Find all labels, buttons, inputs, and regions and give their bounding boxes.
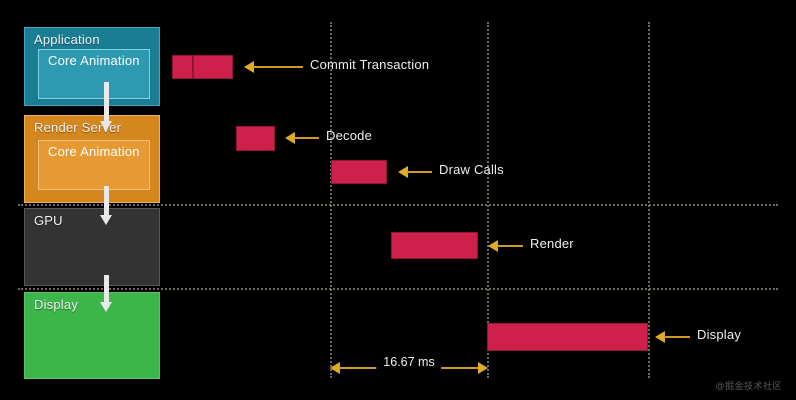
callout-arrow-shaft: [664, 336, 690, 338]
callout-arrow-shaft: [253, 66, 303, 68]
callout-arrow-head-icon: [285, 132, 295, 144]
lane-gpu-label: GPU: [34, 213, 63, 228]
callout-render-label: Render: [530, 236, 574, 251]
callout-render: Render: [488, 236, 588, 253]
lane-render-server-label: Render Server: [34, 120, 122, 135]
frame-duration-measure: 16.67 ms: [330, 355, 488, 376]
callout-display: Display: [655, 327, 765, 344]
bar-commit-transaction-a: [172, 55, 193, 79]
flow-arrow-gpu-to-display-icon: [100, 275, 112, 312]
callout-display-label: Display: [697, 327, 742, 342]
lane-render-server-core-animation-label: Core Animation: [48, 144, 140, 159]
callout-decode-label: Decode: [326, 128, 373, 143]
bar-decode: [236, 126, 275, 151]
lane-render-server: Render Server Core Animation: [24, 115, 160, 203]
lane-display: Display: [24, 292, 160, 379]
callout-commit-transaction-label: Commit Transaction: [310, 57, 430, 72]
callout-draw-calls: Draw Calls: [398, 162, 518, 179]
callout-arrow-shaft: [497, 245, 523, 247]
callout-commit-transaction: Commit Transaction: [244, 57, 429, 74]
vertical-guide-1: [330, 22, 332, 378]
frame-duration-label: 16.67 ms: [376, 355, 442, 369]
callout-arrow-shaft: [294, 137, 319, 139]
lane-display-label: Display: [34, 297, 79, 312]
callout-arrow-head-icon: [488, 240, 498, 252]
callout-arrow-head-icon: [244, 61, 254, 73]
callout-decode: Decode: [285, 128, 395, 145]
flow-arrow-render-to-gpu-icon: [100, 186, 112, 225]
lane-application-label: Application: [34, 32, 100, 47]
callout-arrow-head-icon: [655, 331, 665, 343]
callout-arrow-head-icon: [398, 166, 408, 178]
vertical-guide-2: [487, 22, 489, 378]
bar-commit-transaction-b: [193, 55, 233, 79]
lane-application: Application Core Animation: [24, 27, 160, 106]
horizontal-guide-gpu-top: [18, 204, 778, 206]
lane-application-core-animation: Core Animation: [38, 49, 150, 99]
lane-application-core-animation-label: Core Animation: [48, 53, 140, 68]
lane-gpu: GPU: [24, 208, 160, 286]
bar-draw-calls: [331, 160, 387, 184]
measure-arrow-right-icon: [478, 362, 488, 374]
lane-render-server-core-animation: Core Animation: [38, 140, 150, 190]
measure-arrow-left-icon: [330, 362, 340, 374]
bar-render: [391, 232, 478, 259]
horizontal-guide-display-top: [18, 288, 778, 290]
bar-display: [487, 323, 648, 351]
callout-arrow-shaft: [407, 171, 432, 173]
watermark: @掘金技术社区: [715, 381, 782, 391]
flow-arrow-app-to-render-icon: [100, 82, 112, 131]
callout-draw-calls-label: Draw Calls: [439, 162, 504, 177]
vertical-guide-3: [648, 22, 650, 378]
